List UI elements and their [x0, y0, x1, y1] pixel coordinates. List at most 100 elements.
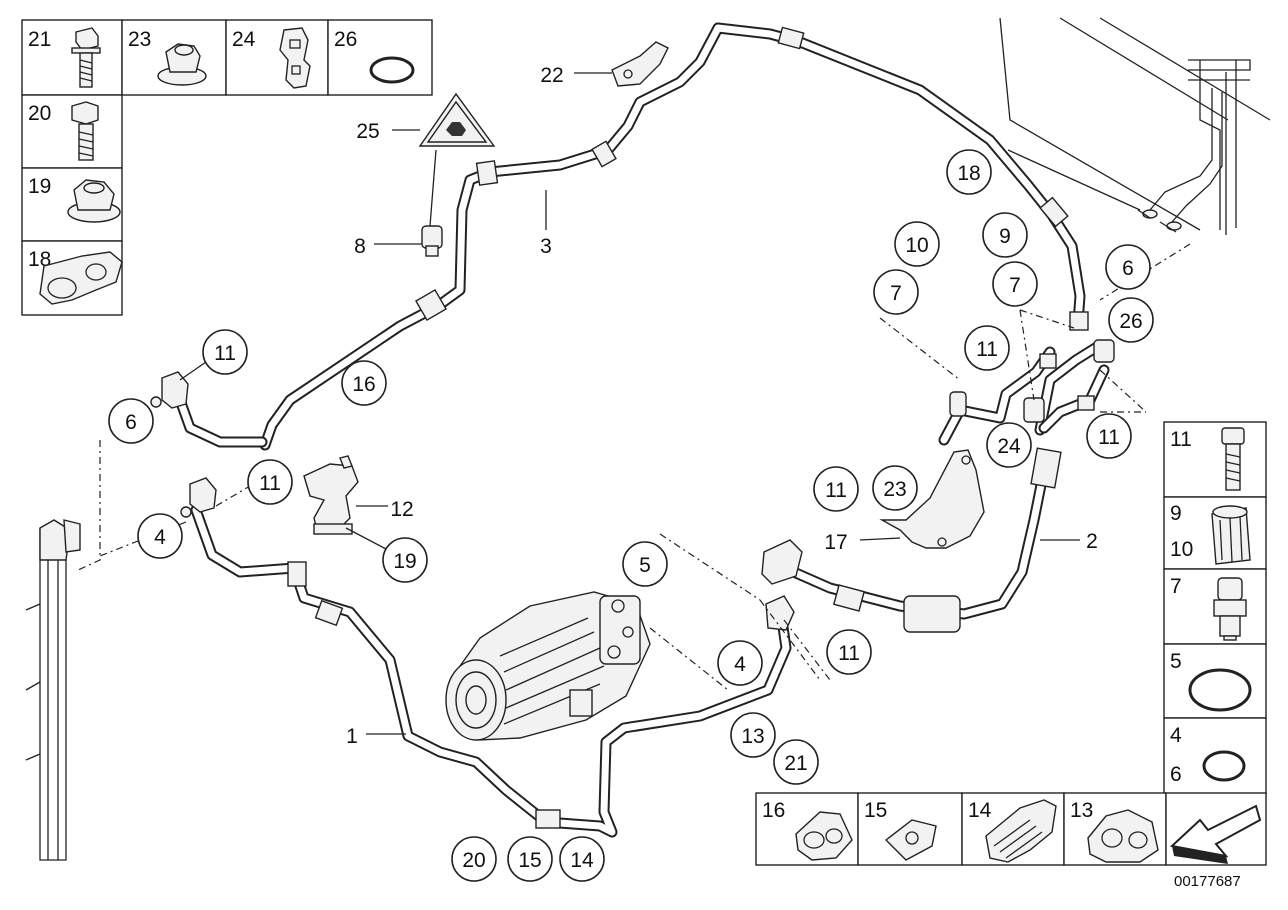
callout-circle-6: 6 [1105, 244, 1151, 290]
pipe-clamp-icon [1087, 809, 1159, 863]
callout-circle-4: 4 [717, 640, 763, 686]
hose-sleeves [287, 26, 1069, 829]
callout-circle-label: 11 [976, 338, 998, 361]
callout-circle-label: 10 [905, 234, 928, 257]
callout-12: 12 [390, 498, 413, 521]
callout-circle-label: 15 [518, 849, 541, 872]
legend-right-num-6: 6 [1170, 763, 1182, 786]
callout-3: 3 [540, 235, 552, 258]
callout-circle-label: 11 [259, 472, 281, 495]
callout-circle-20: 20 [451, 836, 497, 882]
callout-circle-label: 11 [838, 642, 860, 665]
leader-lines [179, 72, 1141, 735]
diagram-id: 00177687 [1174, 873, 1241, 890]
callout-circle-6: 6 [108, 398, 154, 444]
callout-circle-18: 18 [946, 149, 992, 195]
callout-circle-label: 7 [890, 282, 902, 305]
cable-holder-icon [985, 799, 1057, 863]
legend-right-num-7: 7 [1170, 575, 1182, 598]
legend-right-num-9: 9 [1170, 502, 1182, 525]
callout-circle-9: 9 [982, 212, 1028, 258]
legend-num-24: 24 [232, 28, 256, 51]
legend-num-20: 20 [28, 102, 51, 125]
callout-circle-14: 14 [559, 836, 605, 882]
callout-circle-5: 5 [622, 541, 668, 587]
callout-circle-24: 24 [986, 422, 1032, 468]
legend-bottom-num-13: 13 [1070, 799, 1093, 822]
bracket-clip-icon [279, 27, 311, 89]
legend-top-left: 21 23 24 26 20 19 18 [21, 19, 433, 316]
callout-circle-19: 19 [382, 537, 428, 583]
callout-circle-label: 11 [1098, 426, 1120, 449]
callout-circle-4: 4 [137, 513, 183, 559]
warning-label-icon [418, 92, 496, 147]
o-ring-icon [369, 56, 415, 84]
small-o-ring-icon [1202, 750, 1246, 782]
part-8-valve [421, 225, 443, 257]
callout-circle-label: 21 [784, 752, 807, 775]
callout-2: 2 [1086, 530, 1098, 553]
part-22-bracket [611, 41, 669, 87]
callout-circle-label: 18 [957, 162, 980, 185]
hex-bolt-icon [71, 101, 99, 161]
fittings [150, 311, 1115, 631]
callout-circle-26: 26 [1108, 297, 1154, 343]
callout-circle-11: 11 [247, 459, 293, 505]
callout-circle-label: 11 [825, 479, 847, 502]
service-valve-icon [1213, 577, 1247, 641]
evaporator-lines [999, 17, 1271, 235]
callout-circle-label: 6 [125, 411, 137, 434]
valve-cap-icon [1211, 505, 1251, 565]
part-12-bracket [303, 455, 359, 535]
hex-bolt-flange-icon [71, 27, 101, 88]
socket-bolt-icon [1221, 427, 1245, 491]
callout-25: 25 [356, 120, 379, 143]
legend-bottom: 16 15 14 13 [755, 792, 1267, 866]
legend-num-23: 23 [128, 28, 151, 51]
arrow-icon [1169, 804, 1262, 864]
callout-circle-11: 11 [202, 329, 248, 375]
callout-17: 17 [824, 531, 847, 554]
callout-circle-11: 11 [1086, 413, 1132, 459]
callout-circle-label: 20 [462, 849, 485, 872]
callout-circle-11: 11 [813, 466, 859, 512]
callout-1: 1 [346, 725, 358, 748]
callout-circle-11: 11 [826, 629, 872, 675]
callout-circle-label: 4 [734, 653, 746, 676]
hex-nut-icon [67, 179, 121, 223]
double-clip-icon [795, 811, 853, 861]
callout-circle-7: 7 [873, 269, 919, 315]
legend-num-19: 19 [28, 175, 51, 198]
callout-circle-label: 4 [154, 526, 166, 549]
callout-circle-label: 7 [1009, 274, 1021, 297]
hose-16 [174, 394, 268, 448]
callout-circle-15: 15 [507, 836, 553, 882]
spring-nut-icon [884, 819, 937, 861]
callout-circle-label: 9 [999, 225, 1011, 248]
legend-num-26: 26 [334, 28, 357, 51]
callout-circle-label: 19 [393, 550, 416, 573]
callout-circle-23: 23 [872, 465, 918, 511]
callout-circle-21: 21 [773, 739, 819, 785]
callout-circle-label: 23 [883, 478, 906, 501]
callout-circle-16: 16 [341, 360, 387, 406]
callout-circle-10: 10 [894, 221, 940, 267]
callout-circle-label: 14 [570, 849, 594, 872]
callout-circle-label: 6 [1122, 257, 1134, 280]
callout-circle-label: 13 [741, 725, 764, 748]
part-17-bracket [879, 449, 985, 549]
callout-circle-7: 7 [992, 261, 1038, 307]
callout-circle-label: 26 [1119, 310, 1142, 333]
legend-right-num-5: 5 [1170, 650, 1182, 673]
callout-circle-label: 24 [997, 435, 1021, 458]
legend-bottom-num-15: 15 [864, 799, 887, 822]
callout-circle-11: 11 [964, 325, 1010, 371]
hose-clip-icon [39, 251, 123, 305]
callout-circle-label: 11 [214, 342, 236, 365]
legend-bottom-num-16: 16 [762, 799, 785, 822]
callout-22: 22 [540, 64, 563, 87]
callout-circle-label: 5 [639, 554, 651, 577]
